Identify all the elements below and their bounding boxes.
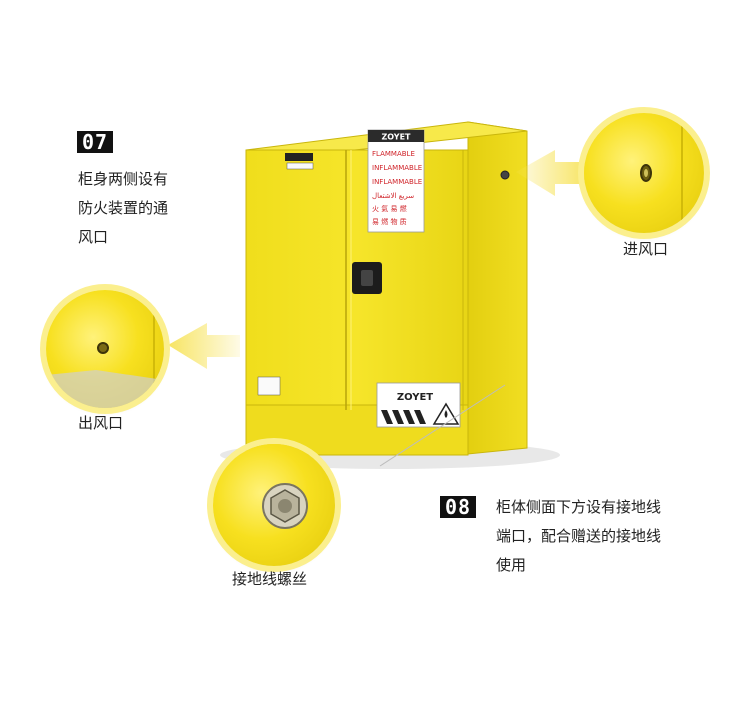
outlet-vent-zoom bbox=[46, 290, 164, 408]
bottom-brand-text: ZOYET bbox=[397, 392, 433, 403]
inlet-vent-zoom bbox=[584, 113, 704, 233]
arrow-to-outlet bbox=[168, 323, 240, 369]
bottom-brand-plate: ZOYET bbox=[376, 382, 461, 428]
outlet-label: 出风口 bbox=[78, 414, 124, 432]
inlet-label: 进风口 bbox=[623, 240, 669, 258]
feature-08-text: 柜体侧面下方设有接地线 端口，配合赠送的接地线 使用 bbox=[496, 498, 662, 574]
feature-07-badge: 07 bbox=[77, 131, 114, 153]
warning-line-4: سريع الاشتعال bbox=[372, 192, 414, 200]
handle-lock-icon bbox=[352, 262, 382, 294]
warning-line-6: 易 燃 物 质 bbox=[372, 217, 407, 226]
ground-screw-zoom bbox=[213, 444, 335, 566]
ground-screw-icon bbox=[262, 483, 308, 529]
feature-07-text: 柜身两侧设有 防火装置的通 风口 bbox=[78, 170, 169, 246]
warning-label-brand: ZOYET bbox=[381, 133, 411, 142]
warning-line-5: 火 氣 易 燃 bbox=[372, 204, 407, 213]
feature-08-badge: 08 bbox=[440, 496, 477, 518]
vent-icon bbox=[500, 170, 510, 180]
warning-label: ZOYET FLAMMABLE INFLAMMABLE INFLAMMABLE … bbox=[367, 129, 425, 233]
arrow-to-inlet bbox=[516, 150, 588, 196]
ground-screw-label: 接地线螺丝 bbox=[232, 570, 308, 588]
warning-line-2: INFLAMMABLE bbox=[372, 164, 422, 172]
warning-line-1: FLAMMABLE bbox=[372, 150, 415, 158]
warning-line-3: INFLAMMABLE bbox=[372, 178, 422, 186]
